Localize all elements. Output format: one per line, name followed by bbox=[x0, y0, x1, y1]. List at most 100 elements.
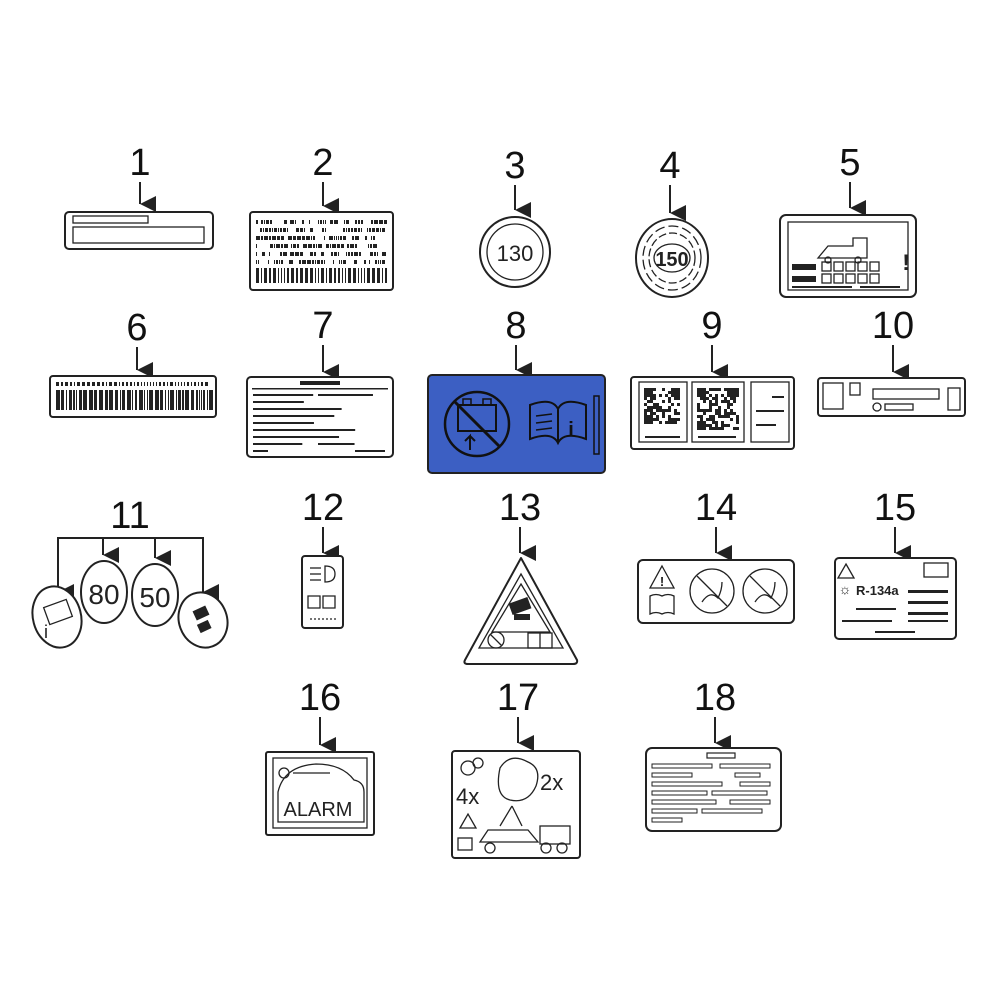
callout-15[interactable]: 15 bbox=[874, 487, 916, 561]
print-mark bbox=[66, 390, 67, 410]
part-2-barcode-label[interactable] bbox=[249, 211, 394, 291]
print-mark bbox=[651, 781, 723, 787]
print-mark bbox=[273, 268, 276, 283]
print-mark bbox=[109, 390, 113, 410]
print-mark bbox=[291, 268, 294, 283]
print-mark bbox=[337, 244, 340, 248]
callout-14[interactable]: 14 bbox=[695, 487, 737, 561]
print-mark bbox=[677, 412, 680, 415]
print-mark bbox=[756, 410, 784, 412]
print-mark bbox=[165, 390, 166, 410]
callout-18[interactable]: 18 bbox=[694, 677, 736, 751]
print-mark bbox=[256, 268, 259, 283]
print-mark bbox=[665, 409, 668, 412]
print-mark bbox=[715, 412, 718, 415]
print-mark bbox=[276, 260, 278, 264]
part-8-highlighted-label[interactable]: i bbox=[427, 374, 606, 474]
print-mark bbox=[709, 427, 712, 430]
callout-5[interactable]: 5 bbox=[839, 142, 866, 216]
print-mark bbox=[736, 427, 739, 430]
callout-9[interactable]: 9 bbox=[701, 305, 728, 380]
print-mark bbox=[650, 409, 653, 412]
print-mark bbox=[645, 436, 680, 438]
part-14-warning-label[interactable]: ! bbox=[637, 559, 795, 624]
print-mark bbox=[253, 450, 268, 452]
callout-11[interactable]: 11 bbox=[57, 495, 219, 600]
part-13-triangle-warning[interactable] bbox=[463, 557, 579, 665]
part-3-speed-label-130[interactable]: 130 bbox=[479, 216, 551, 288]
print-mark bbox=[160, 390, 163, 410]
print-mark bbox=[351, 228, 353, 232]
callout-number: 5 bbox=[839, 142, 860, 184]
print-mark bbox=[168, 390, 169, 410]
print-mark bbox=[727, 394, 730, 397]
print-mark bbox=[674, 421, 677, 424]
print-mark bbox=[361, 228, 362, 232]
print-mark bbox=[908, 620, 948, 622]
print-mark bbox=[281, 268, 282, 283]
grid-cell bbox=[833, 261, 844, 272]
print-mark bbox=[89, 390, 93, 410]
print-mark bbox=[253, 401, 304, 403]
callout-7[interactable]: 7 bbox=[312, 305, 339, 380]
print-mark bbox=[367, 228, 368, 232]
part-4-speed-label-150[interactable]: 150 bbox=[635, 218, 709, 298]
print-mark bbox=[653, 397, 656, 400]
print-mark bbox=[730, 412, 733, 415]
print-mark bbox=[199, 390, 200, 410]
callout-2[interactable]: 2 bbox=[312, 142, 339, 214]
print-mark bbox=[711, 790, 768, 796]
print-mark bbox=[269, 268, 271, 283]
print-mark bbox=[727, 424, 730, 427]
part-15-refrigerant-label[interactable]: ☼ R-134a bbox=[834, 557, 957, 640]
callout-13[interactable]: 13 bbox=[499, 487, 541, 561]
callout-6[interactable]: 6 bbox=[126, 307, 153, 378]
part-7-info-label[interactable] bbox=[246, 376, 394, 458]
print-mark bbox=[253, 415, 335, 417]
print-mark bbox=[908, 601, 948, 604]
print-mark bbox=[288, 236, 292, 240]
callout-4[interactable]: 4 bbox=[659, 145, 686, 221]
print-mark bbox=[278, 268, 279, 283]
print-mark bbox=[324, 236, 325, 240]
callout-1[interactable]: 1 bbox=[129, 142, 156, 212]
print-mark bbox=[333, 260, 334, 264]
print-mark bbox=[130, 382, 132, 386]
callout-10[interactable]: 10 bbox=[872, 305, 914, 380]
print-mark bbox=[308, 244, 312, 248]
print-mark bbox=[141, 382, 142, 386]
callout-16[interactable]: 16 bbox=[299, 677, 341, 753]
part-16-alarm-label[interactable]: ALARM bbox=[265, 751, 375, 836]
print-mark bbox=[119, 382, 120, 386]
print-mark bbox=[87, 382, 90, 386]
part-9-qr-label[interactable] bbox=[630, 376, 795, 450]
part-12-headlight-label[interactable] bbox=[301, 555, 344, 629]
part-10-label[interactable] bbox=[817, 377, 966, 417]
print-mark bbox=[718, 412, 721, 415]
print-mark bbox=[644, 409, 647, 412]
print-mark bbox=[310, 252, 313, 256]
print-mark bbox=[700, 409, 703, 412]
print-mark bbox=[380, 228, 381, 232]
callout-12[interactable]: 12 bbox=[302, 487, 344, 561]
part-11-oval-labels[interactable]: i 80 50 bbox=[26, 560, 235, 655]
callout-3[interactable]: 3 bbox=[504, 145, 531, 218]
callout-8[interactable]: 8 bbox=[505, 305, 532, 378]
print-mark bbox=[338, 252, 339, 256]
part-6-barcode-label[interactable] bbox=[49, 375, 217, 418]
part-5-load-label[interactable]: ! bbox=[779, 214, 917, 298]
print-mark bbox=[281, 244, 283, 248]
print-mark bbox=[79, 390, 82, 410]
print-mark bbox=[712, 403, 715, 406]
grid-cell bbox=[857, 261, 868, 272]
print-mark bbox=[106, 382, 107, 386]
part-1-label[interactable] bbox=[64, 211, 214, 250]
callout-17[interactable]: 17 bbox=[497, 677, 539, 751]
print-mark bbox=[348, 252, 350, 256]
print-mark bbox=[261, 236, 263, 240]
part-17-tow-label[interactable]: 4x 2x bbox=[451, 750, 581, 859]
part-18-info-label[interactable] bbox=[645, 747, 782, 832]
print-mark bbox=[310, 228, 313, 232]
print-mark bbox=[82, 382, 85, 386]
grid-cell bbox=[845, 273, 856, 284]
